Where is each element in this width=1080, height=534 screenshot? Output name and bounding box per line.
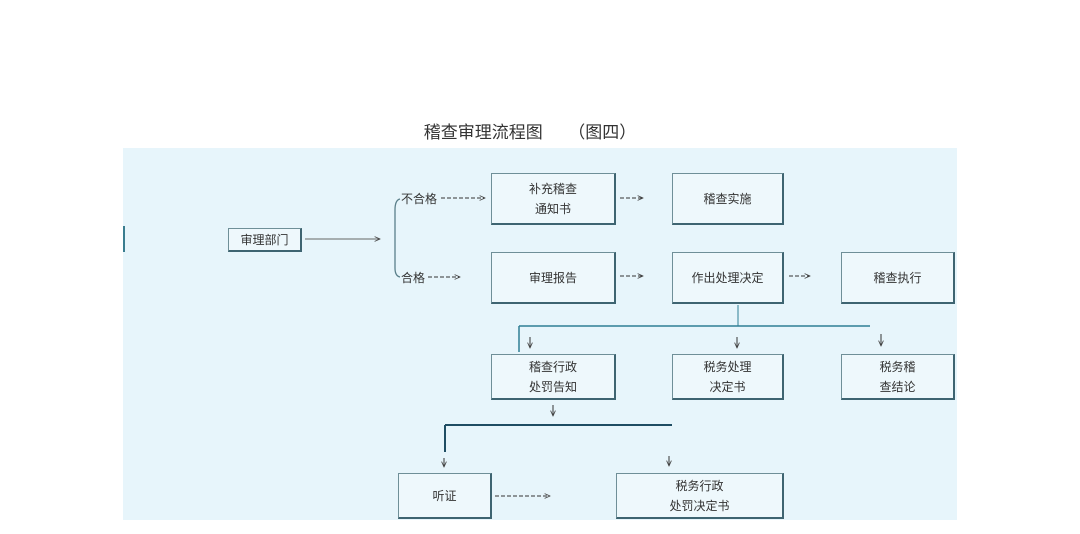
- node-hearing: 听证: [398, 473, 492, 519]
- node-penalty-decision-line1: 税务行政: [675, 478, 724, 493]
- node-supplement-notice: 补充稽查 通知书: [491, 173, 616, 225]
- node-report-text: 审理报告: [528, 270, 577, 285]
- node-hearing-text: 听证: [432, 488, 457, 503]
- node-tax-decision: 税务处理 决定书: [672, 354, 784, 400]
- node-penalty-notice-line1: 稽查行政: [528, 359, 577, 374]
- node-decision: 作出处理决定: [672, 252, 784, 304]
- node-dept-text: 审理部门: [240, 232, 289, 247]
- node-penalty-decision: 税务行政 处罚决定书: [616, 473, 784, 519]
- fail-label: 不合格: [401, 192, 438, 206]
- node-penalty-decision-line2: 处罚决定书: [669, 498, 730, 513]
- node-penalty-notice-line2: 处罚告知: [528, 379, 577, 394]
- node-report: 审理报告: [491, 252, 616, 304]
- node-execute: 稽查执行: [841, 252, 955, 304]
- diagram-title: 稽查审理流程图 （图四）: [423, 123, 637, 143]
- node-supplement-line1: 补充稽查: [528, 181, 577, 196]
- node-tax-decision-line1: 税务处理: [703, 359, 752, 374]
- node-penalty-notice: 稽查行政 处罚告知: [491, 354, 616, 400]
- node-decision-text: 作出处理决定: [691, 270, 764, 285]
- node-conclusion-line2: 查结论: [879, 379, 916, 394]
- node-implement: 稽查实施: [672, 173, 784, 225]
- node-dept: 审理部门: [228, 228, 302, 252]
- node-conclusion-line1: 税务稽: [879, 359, 916, 374]
- node-execute-text: 稽查执行: [873, 270, 922, 285]
- node-implement-text: 稽查实施: [703, 191, 752, 206]
- node-supplement-line2: 通知书: [534, 201, 571, 216]
- node-tax-decision-line2: 决定书: [709, 379, 746, 394]
- branch-bracket: [394, 198, 401, 278]
- node-conclusion: 税务稽 查结论: [841, 354, 955, 400]
- pass-label: 合格: [401, 271, 426, 285]
- panel-edge-mark: [123, 226, 125, 252]
